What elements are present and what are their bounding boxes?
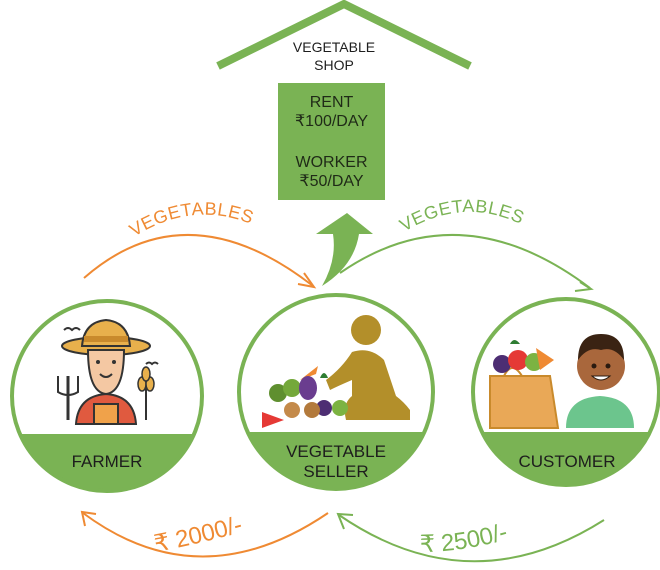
shop-cost-box: RENT ₹100/DAY WORKER ₹50/DAY [278,83,385,200]
vegetable-seller-icon [262,315,410,428]
farmer-node [10,299,204,493]
shop-roof [216,0,472,70]
customer-node [471,297,660,487]
seller-label-line1: VEGETABLE [286,442,386,461]
farmer-label: FARMER [71,452,143,471]
rent-label: RENT [309,94,354,111]
customer-label: CUSTOMER [518,452,616,471]
seller-node [237,293,435,491]
arrow-seller-to-customer [339,233,594,292]
worker-label: WORKER [295,154,368,171]
shop-title-line2: SHOP [314,57,354,73]
seller-label: VEGETABLE SELLER [268,442,404,482]
arrow-payment-to-seller [336,512,605,563]
customer-icon [489,334,634,429]
shop-title-line1: VEGETABLE [292,39,376,55]
farmer-icon [57,318,159,425]
vegetables-label-right: VEGETABLES [396,196,527,235]
arrow-payment-to-farmer [80,510,329,558]
worker-value: ₹50/DAY [299,173,364,190]
shop-title: VEGETABLE SHOP [284,38,384,74]
payment-label-seller: ₹ 2500/- [419,519,510,559]
seller-label-line2: SELLER [303,462,369,481]
up-arrow-icon [316,213,373,286]
arrow-farmer-to-seller [83,233,317,289]
payment-label-farmer: ₹ 2000/- [152,511,245,558]
rent-value: ₹100/DAY [294,113,369,130]
